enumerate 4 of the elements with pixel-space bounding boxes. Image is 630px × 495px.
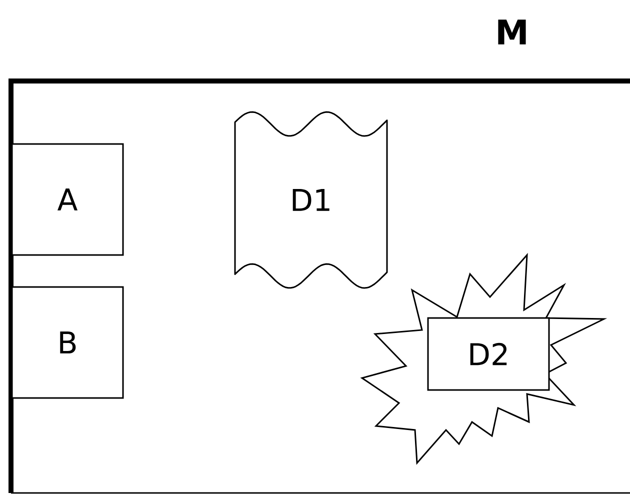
box: A — [11, 143, 124, 256]
box: B — [11, 286, 124, 399]
wavy-document-box: D1 — [234, 111, 388, 289]
box: D2 — [427, 317, 550, 391]
